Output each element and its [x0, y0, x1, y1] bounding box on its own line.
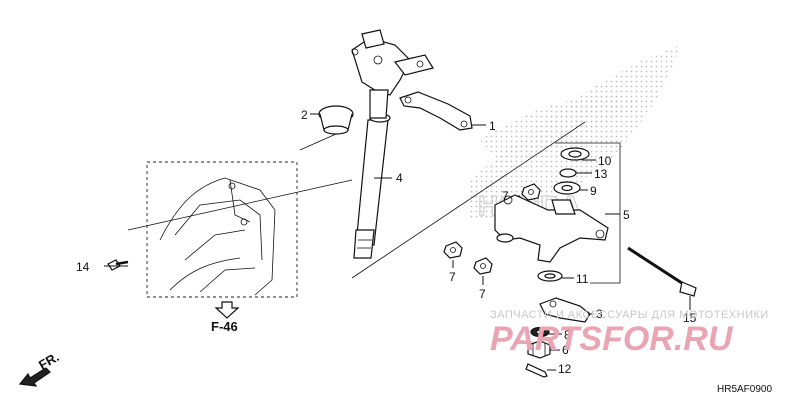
callout-5: 5 [623, 208, 630, 222]
reference-label: F-46 [211, 319, 238, 334]
steering-end [539, 297, 591, 323]
shaft-bushing [318, 105, 354, 135]
callout-7-upper: 7 [502, 189, 509, 203]
nut-a [443, 241, 463, 259]
callout-6: 6 [562, 343, 569, 357]
callout-4: 4 [396, 171, 403, 185]
callout-8: 8 [564, 328, 571, 342]
shaft-holder [399, 91, 473, 131]
front-direction-arrow: FR. [18, 349, 62, 387]
nut-c [521, 183, 541, 201]
watermark-text: ЗАПЧАСТИ И АКСЕССУАРЫ ДЛЯ МОТОТЕХНИКИ [490, 309, 769, 321]
callout-14: 14 [76, 260, 90, 274]
frame-bolt [107, 259, 129, 271]
cotter-pin [525, 363, 548, 378]
callout-1: 1 [489, 119, 496, 133]
callout-3: 3 [596, 307, 603, 321]
seal [537, 270, 563, 282]
diagram-code: HR5AF0900 [717, 384, 772, 395]
callout-9: 9 [590, 184, 597, 198]
callout-12: 12 [558, 362, 572, 376]
nut-b [473, 257, 493, 275]
reference-arrow: F-46 [211, 301, 240, 334]
washer [530, 326, 550, 338]
steering-shaft [351, 29, 434, 259]
frame-dashed-box [146, 161, 298, 298]
callout-7-right: 7 [479, 287, 486, 301]
callout-numbers: 1 2 3 4 5 6 7 7 7 8 9 10 11 12 13 14 15 [76, 108, 697, 376]
long-bolt [627, 246, 697, 297]
callout-7-left: 7 [449, 270, 456, 284]
steering-arm [494, 194, 609, 263]
callout-15: 15 [683, 311, 697, 325]
watermark: ЗАПЧАСТИ И АКСЕССУАРЫ ДЛЯ МОТОТЕХНИКИ PA… [490, 309, 769, 358]
callout-2: 2 [301, 108, 308, 122]
watermark-logo: PARTSFOR.RU [490, 320, 734, 358]
callout-13: 13 [594, 167, 608, 181]
callout-10: 10 [598, 154, 612, 168]
callout-leaders [104, 113, 691, 371]
direction-label: FR. [36, 349, 62, 372]
callout-11: 11 [576, 272, 589, 286]
frame-section [146, 161, 298, 298]
castle-nut [527, 340, 551, 359]
bearing-stack [553, 147, 590, 195]
